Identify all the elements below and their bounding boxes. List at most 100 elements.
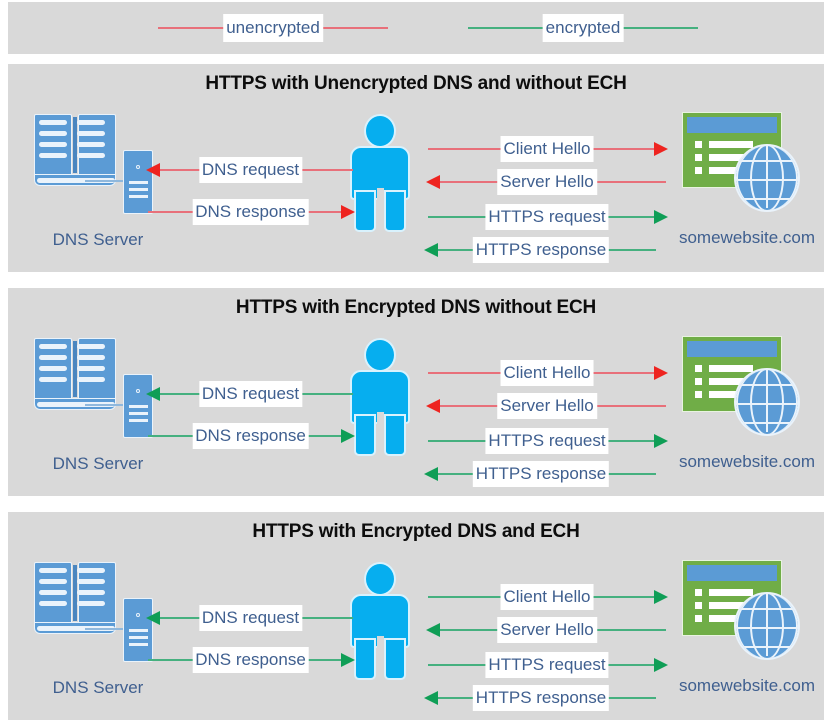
server-vent (129, 412, 148, 415)
server-vent (129, 419, 148, 422)
legend-label-encrypted: encrypted (542, 14, 624, 42)
message-label: Client Hello (500, 584, 594, 610)
book-text-line (39, 590, 67, 595)
arrow-right-icon (341, 653, 355, 667)
server-power-dot (136, 165, 140, 169)
arrow-right-icon (654, 590, 668, 604)
website-icon (676, 336, 806, 448)
panel-unencrypted-dns-no-ech: HTTPS with Unencrypted DNS and without E… (8, 64, 824, 272)
panel-title: HTTPS with Encrypted DNS and ECH (252, 521, 580, 542)
arrow-right-icon (341, 205, 355, 219)
user-head (364, 114, 396, 148)
list-row (709, 615, 753, 622)
list-bullet (695, 154, 702, 161)
book-text-line (39, 377, 67, 382)
legend-label-unencrypted: unencrypted (223, 14, 323, 42)
book-base-edge (37, 178, 115, 183)
message-dns-response: DNS response (148, 647, 355, 673)
user-icon (348, 114, 412, 232)
server-vent (129, 636, 148, 639)
server-connector-line (85, 180, 125, 182)
server-vent (129, 405, 148, 408)
list-row (709, 378, 753, 385)
browser-title-bar (687, 117, 777, 133)
book-text-line (77, 579, 105, 584)
list-bullet (695, 602, 702, 609)
message-label: DNS response (192, 199, 309, 225)
book-spine (73, 341, 77, 397)
list-row (709, 167, 753, 174)
user-icon (348, 338, 412, 456)
list-row (709, 391, 753, 398)
book-text-line (77, 120, 105, 125)
globe-ellipse (736, 370, 798, 434)
message-server-hello: Server Hello (426, 169, 666, 195)
website-icon (676, 560, 806, 672)
list-row (709, 602, 753, 609)
globe-ellipse (736, 594, 798, 658)
dns-server-icon (28, 560, 168, 670)
book-text-line (77, 355, 105, 360)
user-icon (348, 562, 412, 680)
message-label: HTTPS response (472, 237, 610, 263)
server-vent (129, 643, 148, 646)
message-label: DNS request (198, 157, 303, 183)
book-spine (73, 117, 77, 173)
user-head (364, 562, 396, 596)
book-text-line (39, 120, 67, 125)
panel-title: HTTPS with Encrypted DNS without ECH (235, 297, 597, 318)
user-leg-left (354, 414, 376, 456)
message-https-request: HTTPS request (428, 204, 668, 230)
arrow-left-icon (146, 611, 160, 625)
arrow-left-icon (424, 691, 438, 705)
arrow-left-icon (146, 163, 160, 177)
message-server-hello: Server Hello (426, 393, 666, 419)
list-bullet (695, 141, 702, 148)
message-dns-request: DNS request (146, 381, 353, 407)
arrow-right-icon (654, 658, 668, 672)
message-label: DNS request (198, 605, 303, 631)
list-bullet (695, 365, 702, 372)
server-tower-icon (123, 374, 153, 438)
dns-server-caption: DNS Server (52, 454, 144, 473)
message-client-hello: Client Hello (428, 584, 668, 610)
book-icon (34, 114, 116, 186)
message-https-request: HTTPS request (428, 428, 668, 454)
message-label: Client Hello (500, 360, 594, 386)
website-caption: somewebsite.com (678, 228, 816, 247)
dns-server-icon (28, 336, 168, 446)
message-label: Server Hello (497, 617, 597, 643)
book-text-line (39, 131, 67, 136)
book-icon (34, 562, 116, 634)
list-bullet (695, 378, 702, 385)
list-bullet (695, 615, 702, 622)
book-text-line (77, 344, 105, 349)
book-text-line (39, 142, 67, 147)
list-row (709, 154, 753, 161)
user-leg-left (354, 190, 376, 232)
server-tower-icon (123, 598, 153, 662)
list-row (709, 365, 753, 372)
browser-title-bar (687, 341, 777, 357)
server-connector-line (85, 628, 125, 630)
message-https-response: HTTPS response (424, 461, 656, 487)
book-icon (34, 338, 116, 410)
book-base-edge (37, 626, 115, 631)
server-vent (129, 195, 148, 198)
message-https-response: HTTPS response (424, 685, 656, 711)
arrow-left-icon (424, 243, 438, 257)
user-leg-right (384, 638, 406, 680)
message-label: HTTPS response (472, 461, 610, 487)
website-caption: somewebsite.com (678, 676, 816, 695)
globe-icon (734, 368, 800, 436)
book-text-line (39, 153, 67, 158)
book-text-line (77, 131, 105, 136)
user-leg-right (384, 190, 406, 232)
arrow-left-icon (146, 387, 160, 401)
book-text-line (39, 366, 67, 371)
book-text-line (77, 366, 105, 371)
user-leg-gap (377, 412, 384, 456)
server-connector-line (85, 404, 125, 406)
list-bullet (695, 391, 702, 398)
